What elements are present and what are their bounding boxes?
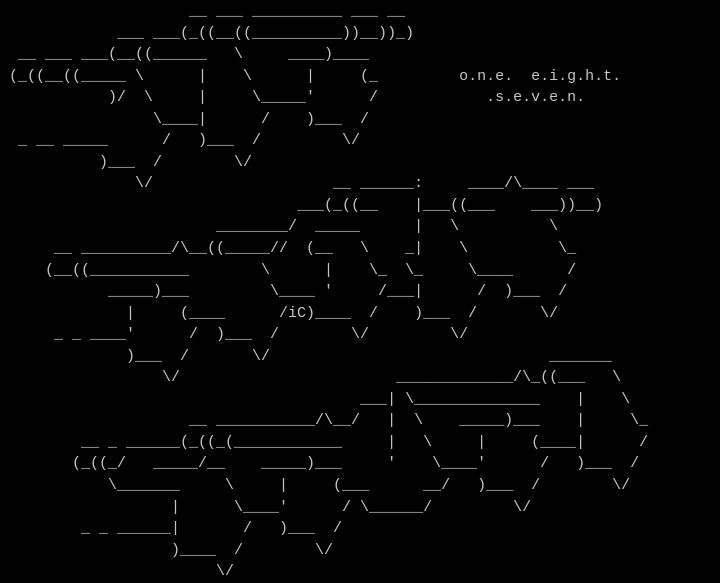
ascii-line-tagline-one-eight: (_((__((_____ \ | \ | (_ o.n.e. e.i.g.h.… (0, 67, 622, 85)
ascii-line: \____| / )___ / (0, 110, 370, 128)
ascii-line: _ __ _____ / )___ / \/ (0, 132, 361, 150)
ascii-line: )___ / \/ (0, 153, 253, 171)
ascii-line: __ __________/\__((_____// (__ \ _| \ \_ (0, 240, 577, 258)
ascii-line: __ ___ __________ ___ __ (0, 3, 406, 20)
ascii-line: ________/ _____ | \ \ (0, 218, 559, 236)
ascii-line: \/ _____________/\_((___ \ (0, 369, 622, 387)
ascii-line: \/ (0, 563, 235, 581)
ascii-line: | \____' / \______/ \/ (0, 498, 532, 516)
ascii-line: _ _ ____' / )___ / \/ \/ (0, 326, 469, 344)
ascii-line: _____)___ \____ ' /___| / )___ / (0, 283, 568, 301)
ascii-line: \_______ \ | (___ __/ )___ / \/ (0, 477, 631, 495)
ascii-line: )___ / \/ _______ (0, 347, 613, 365)
ascii-line: __ ___ ___(__((______ \ ____)____ (0, 46, 370, 64)
ascii-line: (__((___________ \ | \_ \_ \____ / (0, 261, 577, 279)
ascii-line: _ _ ______| / )___ / (0, 520, 343, 538)
ascii-line-tagline-seven: )/ \ | \_____' / .s.e.v.e.n. (0, 89, 586, 107)
ascii-line: ___ ___(_((__((__________))__))_) (0, 24, 415, 42)
ascii-line: | (____ /iC)____ / )___ / \/ (0, 304, 559, 322)
ascii-line: \/ __ ______: ____/\____ ___ (0, 175, 595, 193)
ascii-line: )____ / \/ (0, 541, 334, 559)
ascii-line: ___| \______________ | \ (0, 390, 631, 408)
ascii-line: ___(_((__ |___((___ ___))__) (0, 196, 604, 214)
ascii-line: (_((_/ _____/__ _____)___ ' \____' / )__… (0, 455, 640, 473)
ascii-line: __ ___________/\__/ | \ _____)___ | \_ (0, 412, 649, 430)
ascii-line: __ _ ______(_((_(____________ | \ | (___… (0, 433, 649, 451)
